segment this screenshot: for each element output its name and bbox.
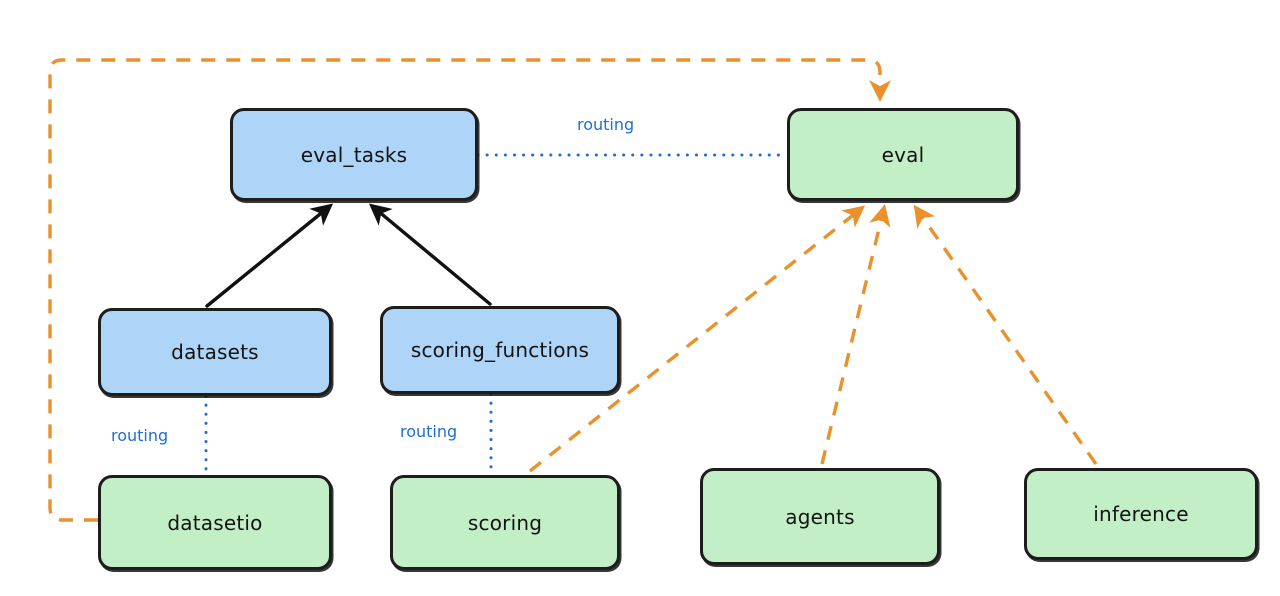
node-inference[interactable]: inference <box>1024 468 1258 560</box>
edge-label-routing-datasets-datasetio: routing <box>111 426 169 445</box>
node-label-eval: eval <box>881 142 925 167</box>
node-label-inference: inference <box>1093 502 1189 526</box>
edge-label-routing-eval-tasks-eval: routing <box>577 115 635 134</box>
node-eval[interactable]: eval <box>787 108 1019 201</box>
edge-inference-eval <box>913 204 1098 465</box>
node-datasetio[interactable]: datasetio <box>98 475 332 570</box>
node-datasets[interactable]: datasets <box>98 308 332 396</box>
node-label-datasets: datasets <box>171 340 259 364</box>
edge-datasets-eval-tasks <box>205 203 334 308</box>
node-eval-tasks[interactable]: eval_tasks <box>230 108 478 201</box>
node-label-datasetio: datasetio <box>167 510 263 535</box>
node-label-eval-tasks: eval_tasks <box>300 142 408 167</box>
edge-scoring-functions-eval-tasks <box>368 203 492 306</box>
edge-agents-eval <box>820 204 891 465</box>
node-scoring[interactable]: scoring <box>390 475 620 570</box>
node-agents[interactable]: agents <box>700 468 940 565</box>
edge-label-routing-scoring-functions-scoring: routing <box>400 422 458 441</box>
node-label-agents: agents <box>785 504 855 529</box>
edge-datasetio-eval <box>48 58 891 522</box>
node-label-scoring-functions: scoring_functions <box>410 338 590 362</box>
node-scoring-functions[interactable]: scoring_functions <box>380 306 620 394</box>
node-label-scoring: scoring <box>467 510 543 535</box>
edge-scoring-eval <box>528 205 866 473</box>
